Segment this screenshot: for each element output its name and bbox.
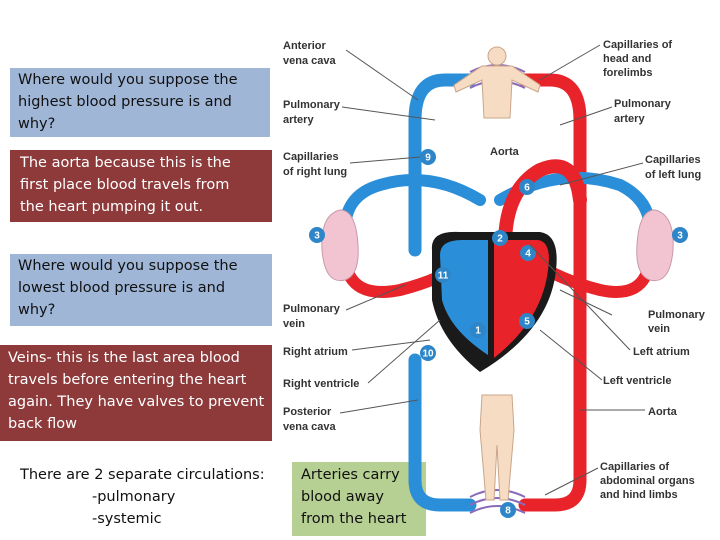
blue-outer-loop bbox=[408, 353, 477, 512]
question-line: why? bbox=[18, 116, 56, 132]
lower-body-silhouette bbox=[479, 394, 515, 501]
answer-line: travels before entering the heart bbox=[8, 372, 247, 388]
question-line: lowest blood pressure is and bbox=[18, 280, 226, 296]
note-line: -pulmonary bbox=[92, 489, 176, 505]
left-lung bbox=[636, 209, 674, 282]
question-highest-pressure-box: Where would you suppose the highest bloo… bbox=[10, 68, 270, 137]
answer-line: The aorta because this is the bbox=[20, 155, 231, 171]
arteries-note-box: Arteries carry blood away from the heart bbox=[292, 462, 426, 536]
body-silhouettes bbox=[453, 46, 541, 501]
number-badge: 10 bbox=[420, 345, 436, 361]
answer-line: back flow bbox=[8, 416, 77, 432]
number-badge: 8 bbox=[500, 502, 516, 518]
number-badge: 11 bbox=[435, 267, 451, 283]
red-outer-loop bbox=[518, 73, 587, 257]
svg-text:10: 10 bbox=[422, 349, 434, 360]
number-badge: 3 bbox=[672, 227, 688, 243]
number-badge: 2 bbox=[492, 230, 508, 246]
question-line: highest blood pressure is and bbox=[18, 94, 232, 110]
number-badge: 3 bbox=[309, 227, 325, 243]
label-left-atrium: Left atrium bbox=[633, 346, 690, 358]
number-badge: 4 bbox=[520, 245, 536, 261]
note-line: Arteries carry bbox=[301, 467, 400, 483]
label-right-atrium: Right atrium bbox=[283, 346, 348, 358]
blue-outer-loop bbox=[408, 73, 477, 257]
note-line: There are 2 separate circulations: bbox=[20, 467, 265, 483]
label-left-ventricle: Left ventricle bbox=[603, 375, 671, 387]
head-silhouette bbox=[487, 46, 507, 66]
svg-text:4: 4 bbox=[525, 249, 531, 260]
svg-text:3: 3 bbox=[314, 231, 320, 242]
note-line: -systemic bbox=[92, 511, 162, 527]
label-aorta: Aorta bbox=[490, 146, 520, 158]
leader-lines bbox=[339, 44, 645, 496]
question-line: Where would you suppose the bbox=[18, 258, 238, 274]
svg-text:1: 1 bbox=[475, 326, 481, 337]
pulmonary-artery-to-right-lung bbox=[339, 174, 486, 236]
number-badges: 7 9 6 3 3 2 4 11 1 5 10 8 bbox=[309, 149, 688, 518]
question-line: why? bbox=[18, 302, 56, 318]
answer-highest-pressure-box: The aorta because this is the first plac… bbox=[10, 150, 272, 222]
number-badge: 9 bbox=[420, 149, 436, 165]
svg-text:8: 8 bbox=[505, 506, 511, 517]
red-outer-loop bbox=[518, 243, 587, 512]
svg-text:11: 11 bbox=[438, 271, 449, 282]
number-badge: 5 bbox=[519, 313, 535, 329]
svg-text:6: 6 bbox=[524, 183, 530, 194]
number-badge: 6 bbox=[519, 179, 535, 195]
svg-text:2: 2 bbox=[497, 234, 503, 245]
lungs bbox=[321, 209, 674, 282]
left-heart-red bbox=[494, 240, 549, 358]
svg-text:5: 5 bbox=[524, 317, 530, 328]
svg-text:9: 9 bbox=[425, 153, 431, 164]
aortic-arch bbox=[498, 159, 587, 252]
question-lowest-pressure-box: Where would you suppose the lowest blood… bbox=[10, 254, 272, 326]
answer-line: Veins- this is the last area blood bbox=[8, 350, 240, 366]
question-line: Where would you suppose the bbox=[18, 72, 238, 88]
number-badge: 1 bbox=[470, 322, 486, 338]
answer-line: again. They have valves to prevent bbox=[8, 394, 265, 410]
note-line: blood away bbox=[301, 489, 384, 505]
answer-line: first place blood travels from bbox=[20, 177, 230, 193]
note-line: from the heart bbox=[301, 511, 407, 527]
answer-line: the heart pumping it out. bbox=[20, 199, 204, 215]
vessels bbox=[339, 73, 656, 512]
label-right-ventricle: Right ventricle bbox=[283, 378, 359, 390]
answer-lowest-pressure-box: Veins- this is the last area blood trave… bbox=[0, 345, 272, 441]
circulations-note: There are 2 separate circulations: -pulm… bbox=[12, 464, 274, 530]
label-aorta: Aorta bbox=[648, 406, 678, 418]
upper-body-silhouette bbox=[453, 65, 541, 119]
right-lung bbox=[321, 209, 359, 282]
capillary-abdominal bbox=[469, 489, 526, 514]
svg-text:3: 3 bbox=[677, 231, 683, 242]
heart bbox=[431, 231, 557, 372]
